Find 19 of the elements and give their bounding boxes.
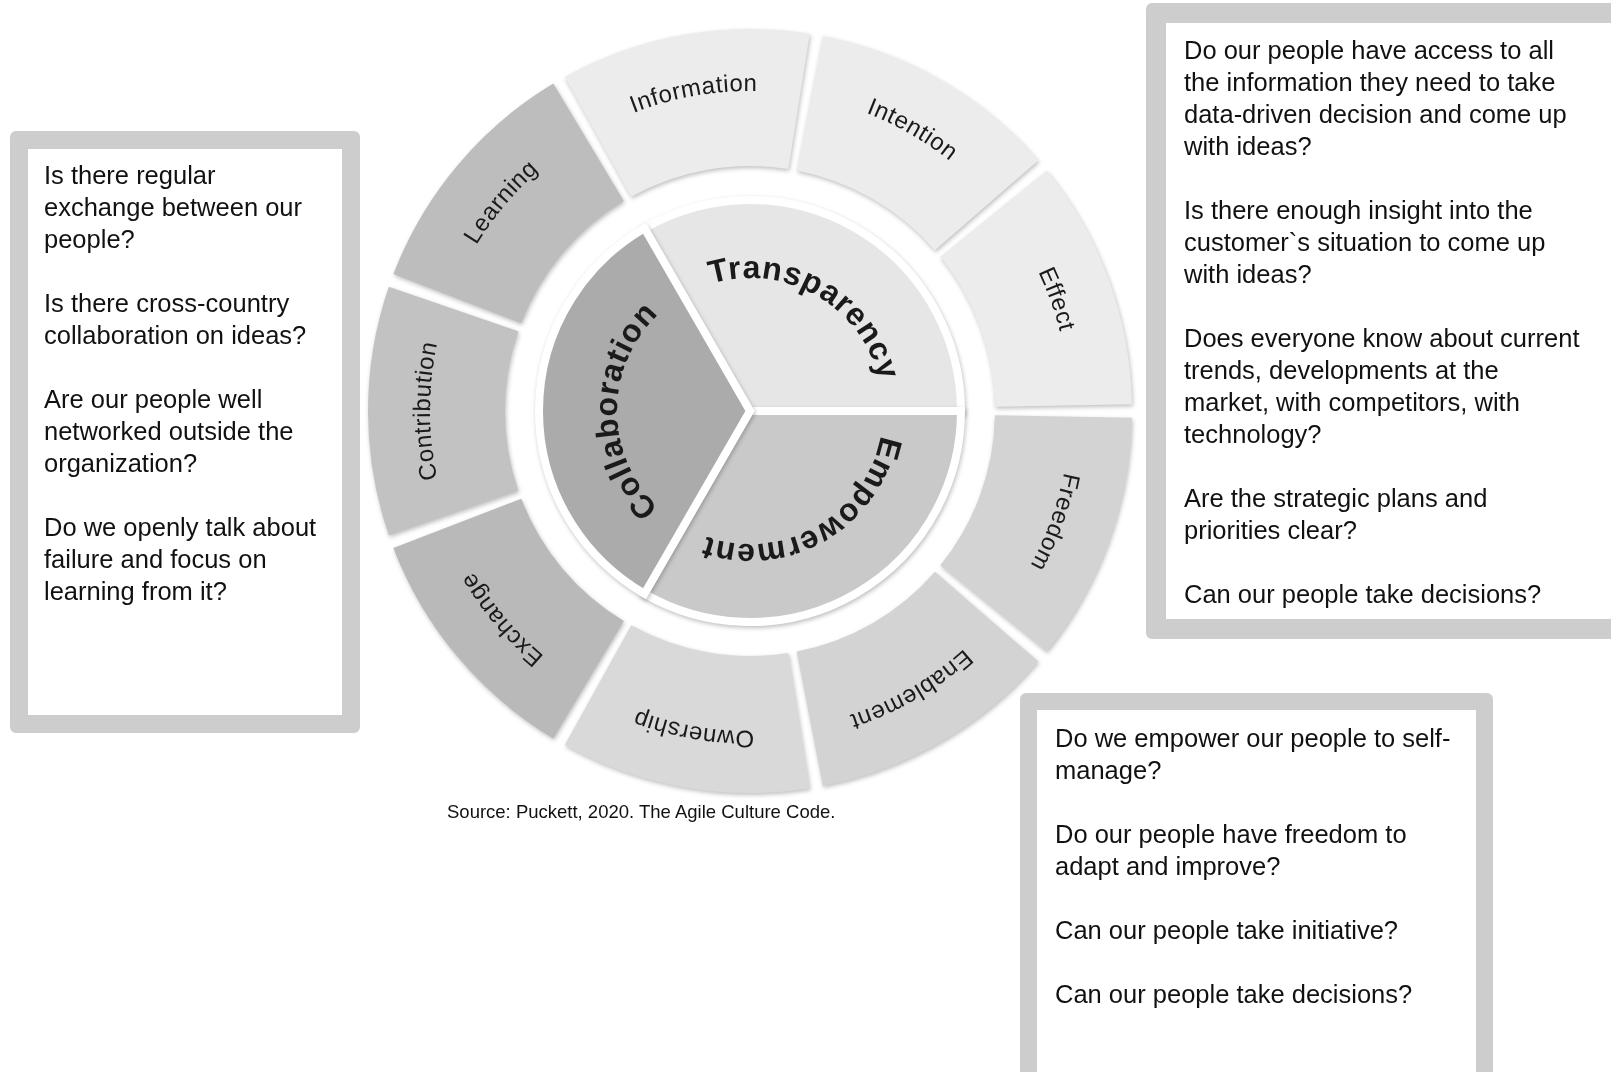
source-caption: Source: Puckett, 2020. The Agile Culture Code. bbox=[447, 801, 836, 823]
question-text: Does everyone know about current trends, developments at the market, with competitors, with technology? bbox=[1184, 323, 1581, 450]
question-text: Can our people take initiative? bbox=[1055, 915, 1400, 946]
question-text: Do we openly talk about failure and focus on learning from it? bbox=[44, 512, 318, 607]
question-text: Are the strategic plans and priorities clear? bbox=[1184, 483, 1489, 546]
question-text: Is there regular exchange between our people? bbox=[44, 160, 304, 255]
question-panel bbox=[1146, 3, 1611, 639]
question-text: Can our people take decisions? bbox=[1184, 579, 1543, 610]
segment-label: Information bbox=[625, 69, 758, 118]
question-text: Are our people well networked outside the organization? bbox=[44, 384, 295, 479]
question-text: Is there enough insight into the customer`s situation to come up with ideas? bbox=[1184, 195, 1547, 290]
question-text: Can our people take decisions? bbox=[1055, 979, 1414, 1010]
question-text: Do our people have access to all the information they need to take data-driven decision and come up with ideas? bbox=[1184, 35, 1568, 162]
question-panel bbox=[10, 131, 360, 733]
question-text: Do we empower our people to self-manage? bbox=[1055, 723, 1452, 786]
question-panel bbox=[1020, 693, 1493, 1072]
segment-label: Ownership bbox=[629, 705, 755, 754]
question-text: Is there cross-country collaboration on ideas? bbox=[44, 288, 308, 351]
question-text: Do our people have freedom to adapt and improve? bbox=[1055, 819, 1408, 882]
